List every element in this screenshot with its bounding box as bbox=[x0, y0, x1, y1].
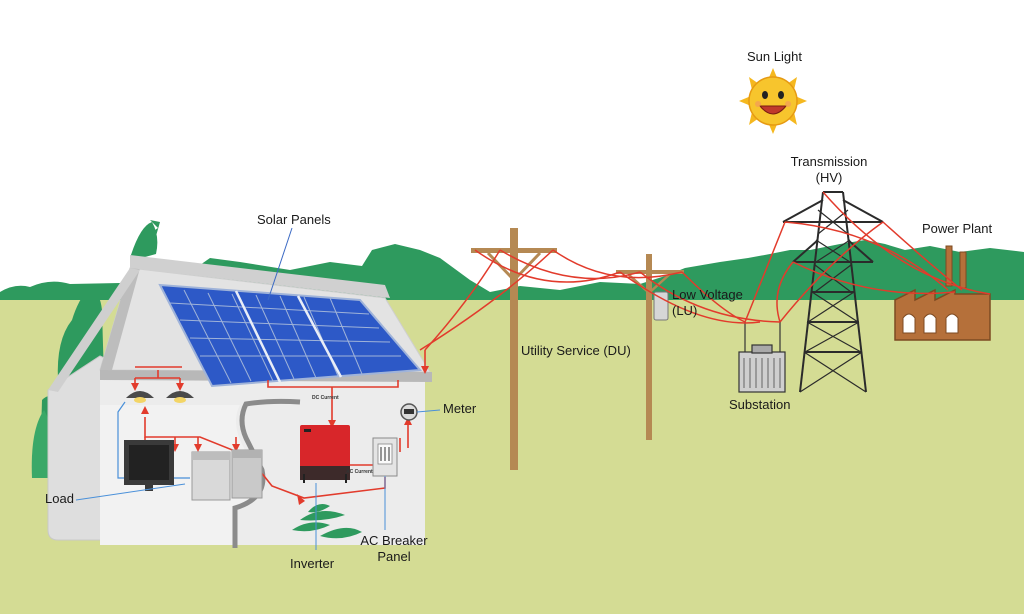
label-dc-current: DC Current bbox=[312, 395, 339, 401]
label-solar-panels: Solar Panels bbox=[257, 212, 331, 227]
load-leader bbox=[75, 483, 186, 501]
label-inverter: Inverter bbox=[290, 556, 335, 571]
lamp-icon bbox=[126, 391, 154, 403]
power-plant bbox=[894, 245, 991, 341]
meter-icon bbox=[400, 403, 418, 421]
solar-panels-leader bbox=[267, 227, 293, 301]
plant-icon bbox=[292, 504, 362, 539]
label-sun-light: Sun Light bbox=[747, 49, 802, 64]
label-load: Load bbox=[45, 491, 74, 506]
power-lines bbox=[474, 191, 991, 324]
solar-panels bbox=[158, 283, 423, 388]
label-meter: Meter bbox=[443, 401, 477, 416]
label-power-plant: Power Plant bbox=[922, 221, 993, 236]
shrub-left bbox=[57, 286, 104, 380]
wiring-arrows bbox=[131, 366, 429, 505]
service-drop bbox=[419, 249, 554, 351]
label-utility-service: Utility Service (DU) bbox=[521, 343, 631, 358]
label-low-voltage: Low Voltage (LU) bbox=[672, 287, 743, 319]
breaker-panel-icon bbox=[372, 437, 398, 477]
label-ac-breaker-panel: AC Breaker Panel bbox=[360, 533, 428, 565]
meter-leader bbox=[416, 409, 441, 413]
label-substation: Substation bbox=[729, 397, 791, 412]
transmission-tower bbox=[782, 191, 884, 393]
inverter-icon bbox=[300, 425, 350, 483]
label-transmission: Transmission (HV) bbox=[790, 154, 868, 186]
leader-lines bbox=[75, 409, 441, 550]
sun-icon bbox=[739, 68, 807, 134]
label-ac-current: AC Current bbox=[346, 469, 373, 475]
appliance-icon bbox=[191, 449, 263, 501]
substation bbox=[738, 322, 786, 393]
tv-icon bbox=[124, 440, 174, 491]
lamp-icon bbox=[166, 391, 194, 403]
transformer-can bbox=[653, 291, 669, 321]
